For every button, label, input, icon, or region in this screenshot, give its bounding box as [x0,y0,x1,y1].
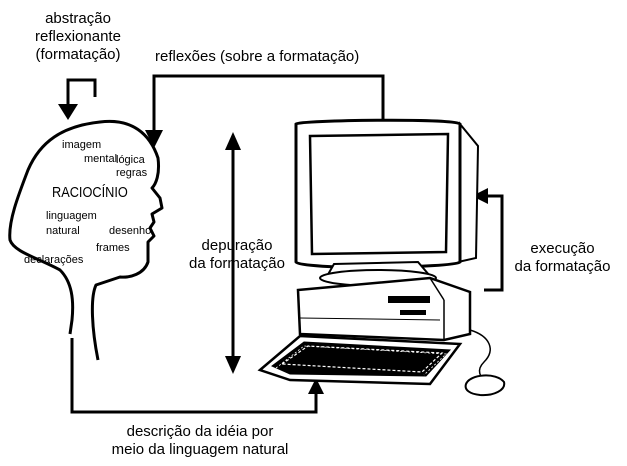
head-word-desenho: desenho [109,225,152,237]
debugging-arrowhead-down [225,356,241,374]
reflections-arrow [152,74,385,132]
head-word-imagem: imagem [62,139,102,151]
head-word-mental: mental [84,153,118,165]
head-profile [8,119,164,361]
label-debugging-line-2: da formatação [189,255,285,272]
label-execution-line-1: execução [530,240,595,257]
label-abstraction-line-3: (formatação) [35,46,121,63]
head-word-raciocinio: RACIOCÍNIO [52,184,128,201]
label-abstraction-line-2: reflexionante [35,28,121,45]
mouse [464,374,506,397]
description-arrowhead [308,378,324,394]
head-word-logica: lógica [116,154,145,166]
label-reflections: reflexões (sobre a formatação) [155,48,360,65]
label-debugging-line-1: depuração [201,237,273,254]
execution-arrow [484,194,504,292]
label-description-line-1: descrição da idéia por [126,423,274,440]
head-word-frames: frames [96,242,130,254]
head-word-linguagem: linguagem [46,210,97,222]
computer-illustration [257,118,506,397]
debugging-arrowhead-up [225,132,241,150]
head-word-regras: regras [116,167,148,179]
label-description-line-2: meio da linguagem natural [111,441,289,458]
abstraction-arrowhead [58,104,78,120]
abstraction-arrow [66,78,97,106]
monitor-screen [308,132,450,256]
label-abstraction-line-1: abstração [45,10,111,27]
description-arrow [70,338,318,414]
head-word-natural: natural [46,225,80,237]
label-execution-line-2: da formatação [514,258,611,275]
head-word-declaracoes: declarações [24,254,84,266]
execution-arrowhead [472,188,488,204]
reflections-arrowhead [145,130,163,148]
